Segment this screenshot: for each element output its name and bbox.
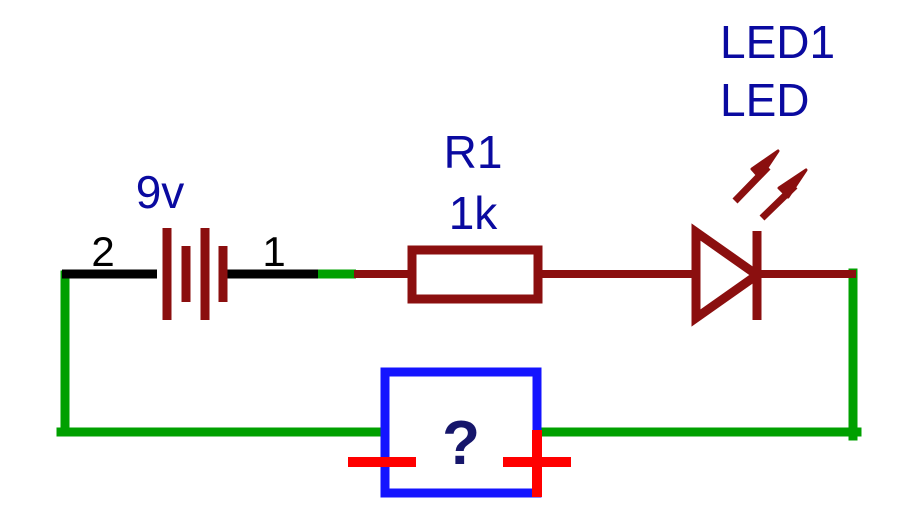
polarity-plus-marker [503,430,571,497]
led-emission-arrow-2 [759,168,808,221]
led-ref-label: LED1 [720,16,835,68]
unknown-question-mark: ? [442,409,480,478]
led-triangle [691,223,765,327]
led-emission-arrow-1 [732,149,780,204]
led-symbol[interactable] [691,149,808,327]
resistor-value-label: 1k [449,187,499,239]
led-value-label: LED [720,74,809,126]
resistor-symbol[interactable] [407,245,543,304]
unknown-box-outline [380,367,542,498]
resistor-ref-label: R1 [444,126,503,178]
battery-pin-label-1: 1 [262,228,285,275]
resistor-body [407,245,543,304]
battery-value-label: 9v [136,166,185,218]
battery-pin-label-2: 2 [91,228,114,275]
battery-symbol[interactable] [162,228,228,320]
unknown-component-box[interactable]: ? [348,367,571,498]
